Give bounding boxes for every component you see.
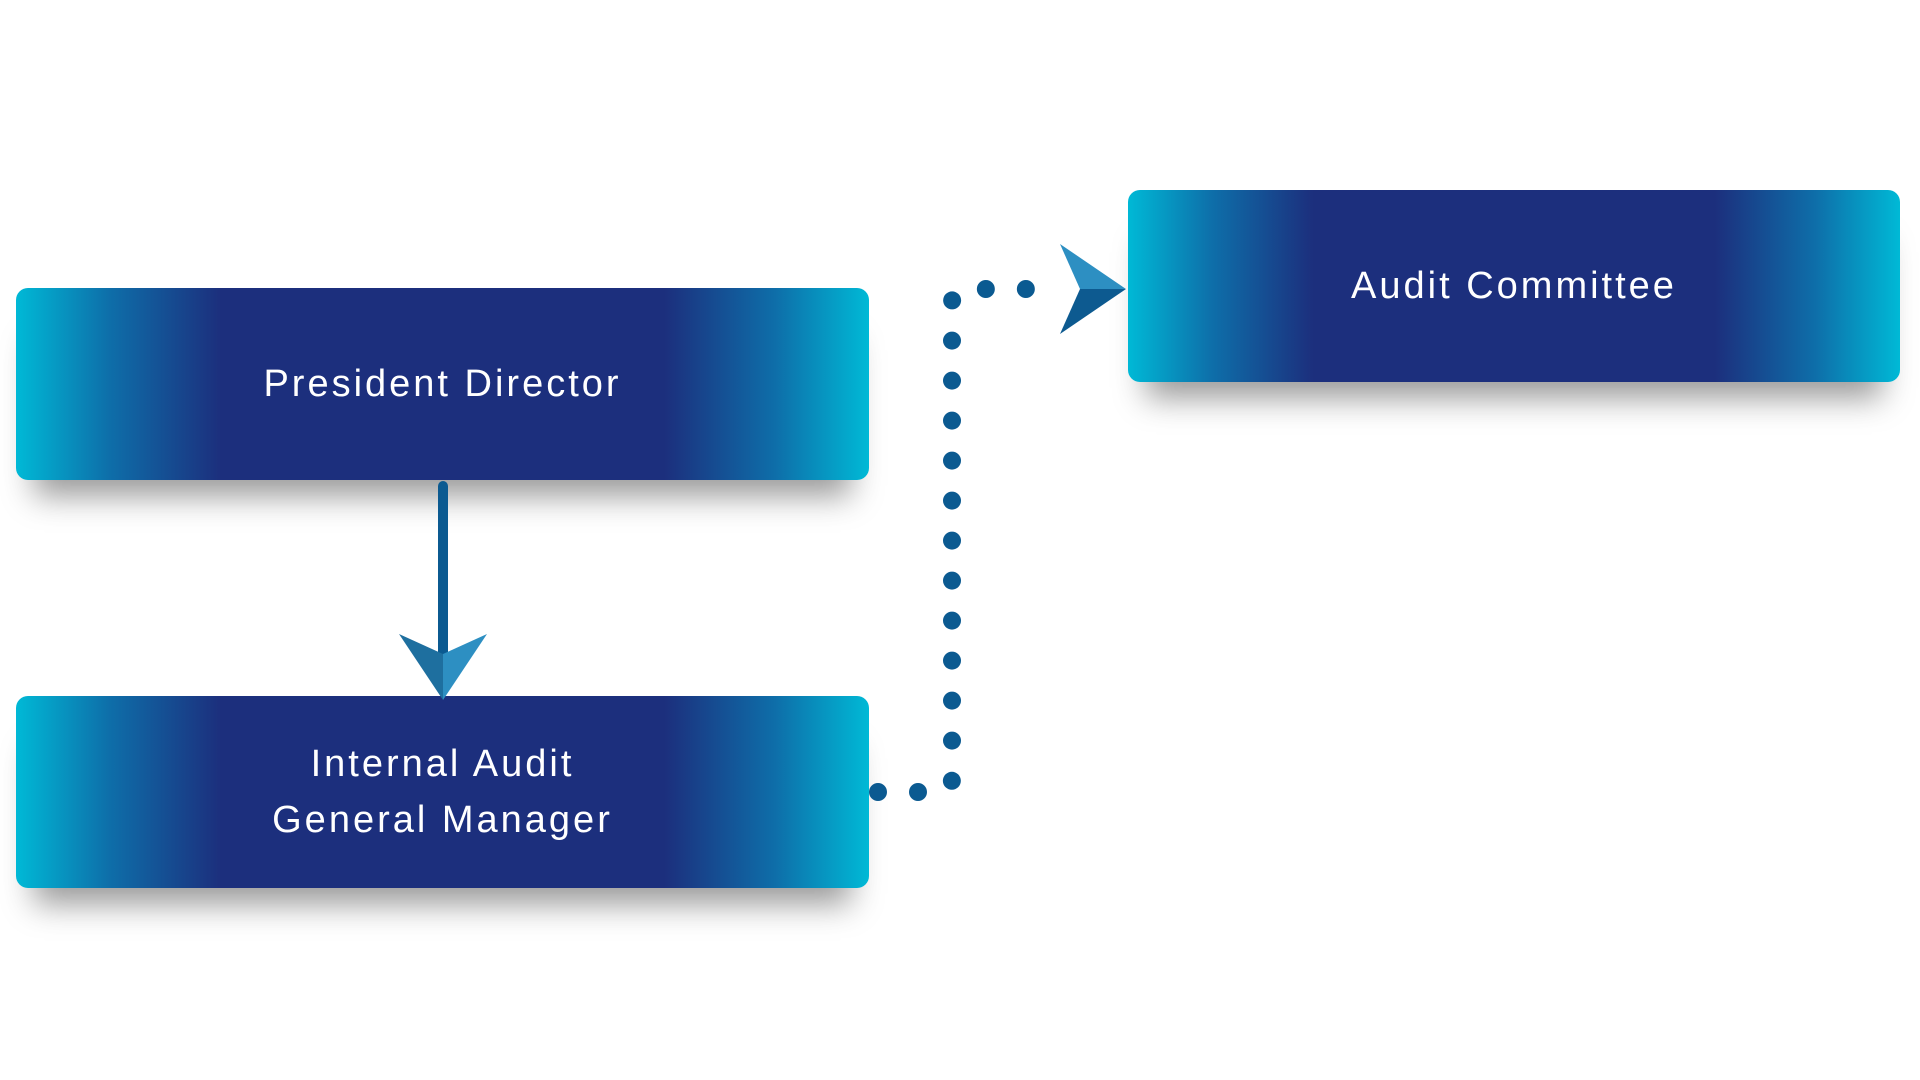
president-director-box: President Director [16,288,869,480]
internal-audit-general-manager-box: Internal Audit General Manager [16,696,869,888]
down-arrowhead-right [443,634,487,700]
audit-committee-box: Audit Committee [1128,190,1900,382]
dotted-connector-path [869,280,1061,801]
right-arrowhead-lower [1060,289,1126,334]
audit-committee-label: Audit Committee [1351,265,1677,307]
down-arrowhead-left [399,634,443,700]
president-director-label: President Director [263,363,622,405]
internal-audit-general-manager-label: Internal Audit General Manager [272,743,613,841]
right-arrowhead-upper [1060,244,1126,289]
